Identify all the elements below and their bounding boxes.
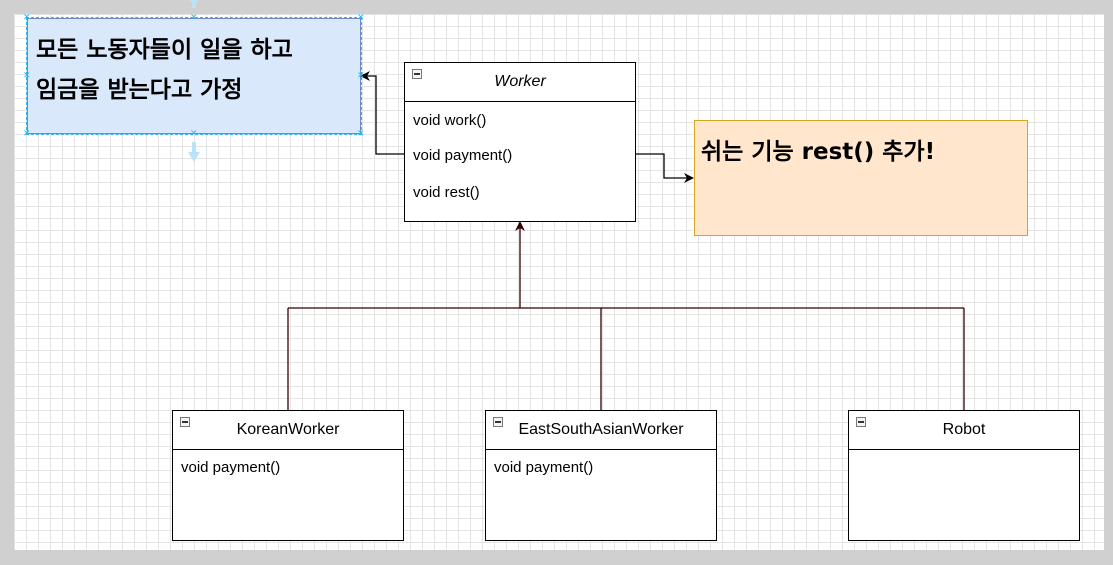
class-east-south-asian-worker-header[interactable]: EastSouthAsianWorker — [486, 411, 716, 450]
class-korean-worker[interactable]: KoreanWorker void payment() — [172, 410, 404, 541]
class-east-south-asian-worker-name: EastSouthAsianWorker — [518, 421, 684, 438]
method-rest[interactable]: void rest() — [413, 184, 480, 201]
class-worker-name: Worker — [494, 73, 546, 90]
class-korean-worker-name: KoreanWorker — [236, 421, 340, 438]
selection-handle-top-right[interactable]: ✕ — [357, 13, 365, 23]
collapse-icon[interactable] — [493, 417, 503, 427]
selection-arrow-up-stem — [192, 0, 196, 8]
class-worker-header[interactable]: Worker — [405, 63, 635, 102]
method-work[interactable]: void work() — [413, 112, 487, 129]
method-payment[interactable]: void payment() — [181, 459, 281, 476]
selection-handle-top-left[interactable]: ✕ — [23, 13, 31, 23]
assumption-note-line-1: 모든 노동자들이 일을 하고 — [36, 37, 293, 63]
selection-handle-bottom[interactable]: ✕ — [190, 129, 198, 139]
assumption-note[interactable]: 모든 노동자들이 일을 하고 임금을 받는다고 가정 — [26, 17, 362, 135]
class-east-south-asian-worker[interactable]: EastSouthAsianWorker void payment() — [485, 410, 717, 541]
collapse-icon[interactable] — [856, 417, 866, 427]
selection-handle-left[interactable]: ✕ — [23, 71, 31, 81]
selection-handle-bottom-right[interactable]: ✕ — [357, 129, 365, 139]
selection-arrow-down-stem — [192, 142, 196, 152]
rest-note[interactable]: 쉬는 기능 rest() 추가! — [694, 120, 1028, 236]
selection-arrow-down[interactable] — [188, 152, 200, 162]
selection-handle-top[interactable]: ✕ — [190, 13, 198, 23]
edge-payment-to-rest-note[interactable] — [636, 153, 694, 183]
class-robot-name: Robot — [942, 421, 986, 438]
assumption-note-line-2: 임금을 받는다고 가정 — [36, 77, 243, 103]
method-payment[interactable]: void payment() — [413, 147, 513, 164]
method-payment[interactable]: void payment() — [494, 459, 594, 476]
class-worker[interactable]: Worker void work() void payment() void r… — [404, 62, 636, 222]
collapse-icon[interactable] — [412, 69, 422, 79]
class-robot[interactable]: Robot — [848, 410, 1080, 541]
class-robot-header[interactable]: Robot — [849, 411, 1079, 450]
edge-payment-to-assumption-note[interactable] — [360, 71, 404, 155]
rest-note-text: 쉬는 기능 rest() 추가! — [701, 139, 936, 165]
selection-handle-right[interactable]: ✕ — [357, 71, 365, 81]
selection-handle-bottom-left[interactable]: ✕ — [23, 129, 31, 139]
class-korean-worker-header[interactable]: KoreanWorker — [173, 411, 403, 450]
collapse-icon[interactable] — [180, 417, 190, 427]
